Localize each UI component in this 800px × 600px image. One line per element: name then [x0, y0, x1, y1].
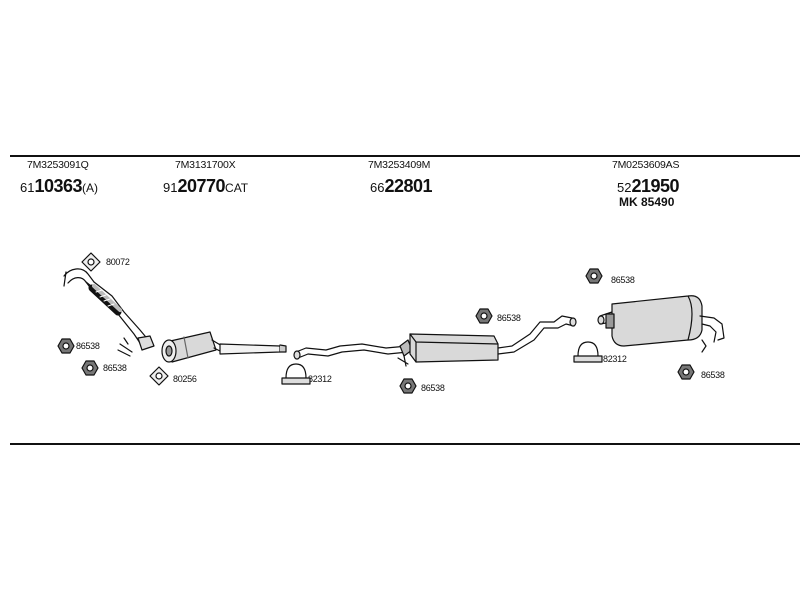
part-label-nut-left-1: 86538 [76, 341, 100, 351]
part-number-2: 9120770CAT [163, 177, 248, 195]
gasket-icon [81, 252, 101, 272]
oem-number-4: 7M0253609AS [612, 159, 680, 171]
part-label-nut-rear-bottom: 86538 [701, 370, 725, 380]
part-number-4-prefix: 52 [617, 180, 632, 195]
part-number-3-main: 22801 [384, 176, 433, 196]
oem-number-1: 7M3253091Q [27, 159, 89, 171]
catalytic-converter [161, 331, 287, 363]
part-label-gasket-front: 80072 [106, 257, 130, 267]
nut-icon [57, 338, 75, 354]
rear-silencer [597, 295, 725, 353]
part-label-nut-left-2: 86538 [103, 363, 127, 373]
part-number-2-suffix: CAT [225, 181, 249, 195]
part-label-nut-mid-bottom: 86538 [421, 383, 445, 393]
part-label-clamp-mid: 82312 [308, 374, 332, 384]
clamp-icon [573, 341, 603, 363]
part-number-2-main: 20770 [177, 176, 226, 196]
front-pipe [63, 268, 155, 357]
part-number-1-suffix: (A) [82, 181, 99, 195]
middle-pipe [293, 339, 413, 367]
part-label-clamp-rear: 82312 [603, 354, 627, 364]
part-number-4-main: 21950 [631, 176, 680, 196]
oem-number-2: 7M3131700X [175, 159, 236, 171]
clamp-icon [281, 363, 311, 385]
flex-joint [88, 284, 122, 316]
mounting-kit-number: MK 85490 [619, 195, 675, 209]
part-number-4: 5221950 [617, 176, 680, 196]
part-number-1-prefix: 61 [20, 180, 35, 195]
part-number-1: 6110363(A) [20, 177, 98, 195]
oem-number-3: 7M3253409M [368, 159, 431, 171]
nut-icon [677, 364, 695, 380]
gasket-icon [149, 366, 169, 386]
part-label-gasket-cat: 80256 [173, 374, 197, 384]
bottom-rule [10, 443, 800, 445]
nut-icon [585, 268, 603, 284]
middle-silencer [409, 315, 577, 363]
top-rule [10, 155, 800, 157]
nut-icon [81, 360, 99, 376]
part-number-3: 6622801 [370, 176, 433, 196]
part-number-3-prefix: 66 [370, 180, 385, 195]
nut-icon [475, 308, 493, 324]
part-label-nut-rear-top: 86538 [611, 275, 635, 285]
part-number-1-main: 10363 [34, 176, 83, 196]
nut-icon [399, 378, 417, 394]
part-number-2-prefix: 91 [163, 180, 178, 195]
part-label-nut-mid-top: 86538 [497, 313, 521, 323]
